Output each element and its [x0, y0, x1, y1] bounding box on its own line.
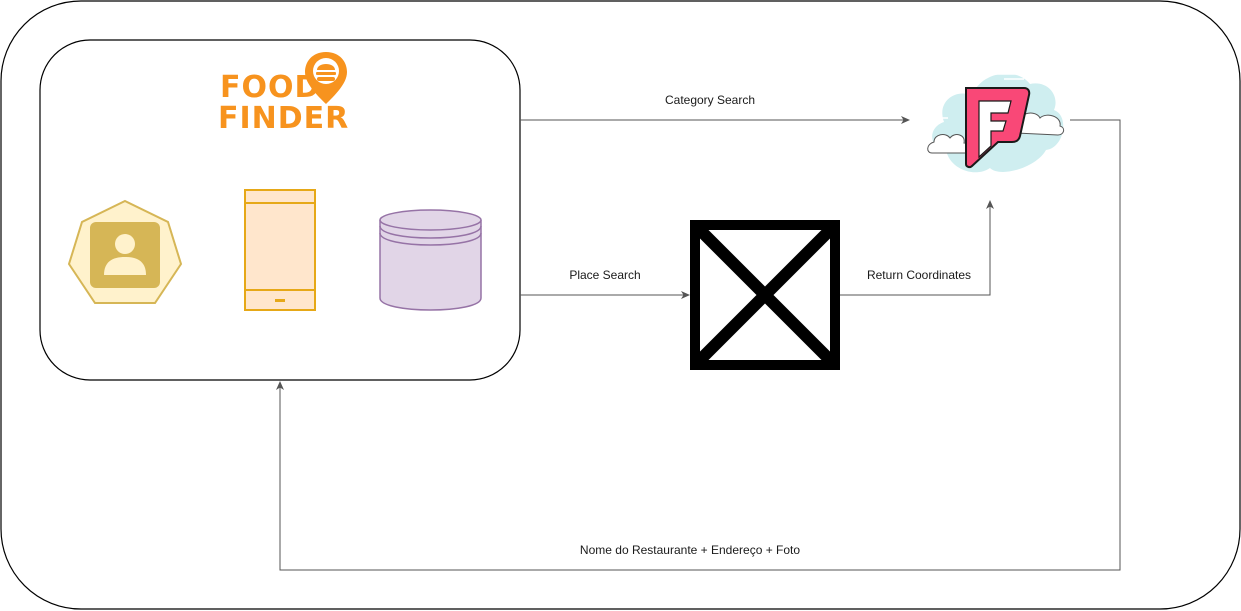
edge-return-coordinates — [840, 200, 994, 296]
crossed-box[interactable] — [690, 220, 840, 370]
food-finder-logo: FOOD FINDER — [216, 52, 350, 138]
label-category-search: Category Search — [664, 93, 756, 107]
user-badge[interactable] — [67, 199, 183, 304]
foursquare-cloud[interactable] — [927, 73, 1065, 173]
burger-pin-icon — [305, 52, 347, 104]
edge-result — [276, 119, 1121, 571]
user-badge-icon — [90, 222, 160, 288]
label-result: Nome do Restaurante + Endereço + Foto — [579, 543, 801, 557]
label-return-coordinates: Return Coordinates — [866, 268, 972, 282]
database-icon — [379, 220, 482, 311]
database[interactable] — [379, 209, 482, 311]
logo-line-1: FOOD — [220, 70, 320, 105]
foursquare-cloud-icon — [927, 73, 1065, 173]
label-place-search: Place Search — [569, 268, 641, 282]
logo-line-2: FINDER — [218, 101, 349, 136]
mobile-phone-icon — [244, 189, 316, 311]
mobile-phone[interactable] — [244, 189, 316, 311]
